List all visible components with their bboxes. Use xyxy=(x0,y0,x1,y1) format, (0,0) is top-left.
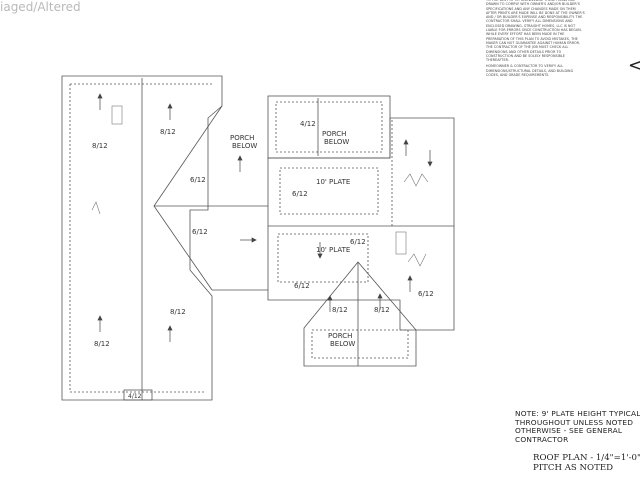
porch-left-line-1: PORCH xyxy=(230,134,254,142)
pitch-label-front-right: 8/12 xyxy=(374,306,390,314)
disclaimer-block: TO THE BEST OF MY KNOWLEDGE THESE PLANS … xyxy=(486,0,586,79)
left-roof-block xyxy=(61,75,223,401)
pitch-label-lower-left: 6/12 xyxy=(294,282,310,290)
small-bump-bottom xyxy=(123,389,153,401)
pitch-label-porch-top: 4/12 xyxy=(300,120,316,128)
porch-left-line-2: BELOW xyxy=(232,142,257,150)
roof-outline xyxy=(61,75,455,401)
upper-plate-area xyxy=(279,167,379,215)
pitch-label-upper-mid: 6/12 xyxy=(292,190,308,198)
front-porch-inner xyxy=(311,329,409,359)
pitch-label-front-left: 8/12 xyxy=(332,306,348,314)
pitch-label-right: 6/12 xyxy=(418,290,434,298)
porch-bottom-line-1: PORCH xyxy=(328,332,352,340)
right-upper-block xyxy=(267,117,455,331)
porch-top-line-1: PORCH xyxy=(322,130,346,138)
pitch-arrows xyxy=(97,93,433,342)
note-line-2: THROUGHOUT UNLESS NOTED xyxy=(515,417,634,427)
pitch-labels: 8/12 8/12 6/12 6/12 8/12 8/12 4/12 6/12 … xyxy=(92,120,434,400)
pitch-label-center-left: 8/12 xyxy=(160,128,176,136)
front-gable xyxy=(303,261,417,367)
disclaimer-paragraph-2: HOMEOWNER & CONTRACTOR TO VERIFY ALL DIM… xyxy=(486,64,574,78)
pitch-label-hip-2: 6/12 xyxy=(192,228,208,236)
disclaimer-paragraph-1: TO THE BEST OF MY KNOWLEDGE THESE PLANS … xyxy=(486,0,585,63)
plate-height-note: NOTE: 9' PLATE HEIGHT TYPICAL THROUGHOUT… xyxy=(515,409,640,444)
watermark-text: iaged/Altered xyxy=(0,0,81,14)
porch-top-inner xyxy=(275,101,383,153)
pitch-label-left-top: 8/12 xyxy=(92,142,108,150)
interior-details xyxy=(91,105,429,267)
porch-top-roof xyxy=(267,95,391,159)
pitch-label-left-bottom: 8/12 xyxy=(94,340,110,348)
note-line-3: OTHERWISE - SEE GENERAL xyxy=(515,426,623,436)
plate-label-upper: 10' PLATE xyxy=(316,178,350,186)
drawing-title: ROOF PLAN - 1/4"=1'-0" xyxy=(533,453,640,463)
area-labels: PORCH BELOW PORCH BELOW PORCH BELOW 10' … xyxy=(230,130,355,348)
lower-plate-area xyxy=(277,233,369,283)
porch-bottom-line-2: BELOW xyxy=(330,340,355,348)
note-line-4: CONTRACTOR xyxy=(515,434,569,444)
note-line-1: NOTE: 9' PLATE HEIGHT TYPICAL xyxy=(515,409,640,418)
chevron-left-icon[interactable]: < xyxy=(628,55,640,76)
pitch-label-lower-right: 6/12 xyxy=(350,238,366,246)
pitch-label-small-bottom: 4/12 xyxy=(128,393,142,400)
porch-top-line-2: BELOW xyxy=(324,138,349,146)
pitch-label-center-bottom: 8/12 xyxy=(170,308,186,316)
drawing-title-block: ROOF PLAN - 1/4"=1'-0" PITCH AS NOTED xyxy=(533,453,640,473)
plate-label-lower: 10' PLATE xyxy=(316,246,350,254)
drawing-subtitle: PITCH AS NOTED xyxy=(533,463,613,473)
pitch-label-hip-1: 6/12 xyxy=(190,176,206,184)
